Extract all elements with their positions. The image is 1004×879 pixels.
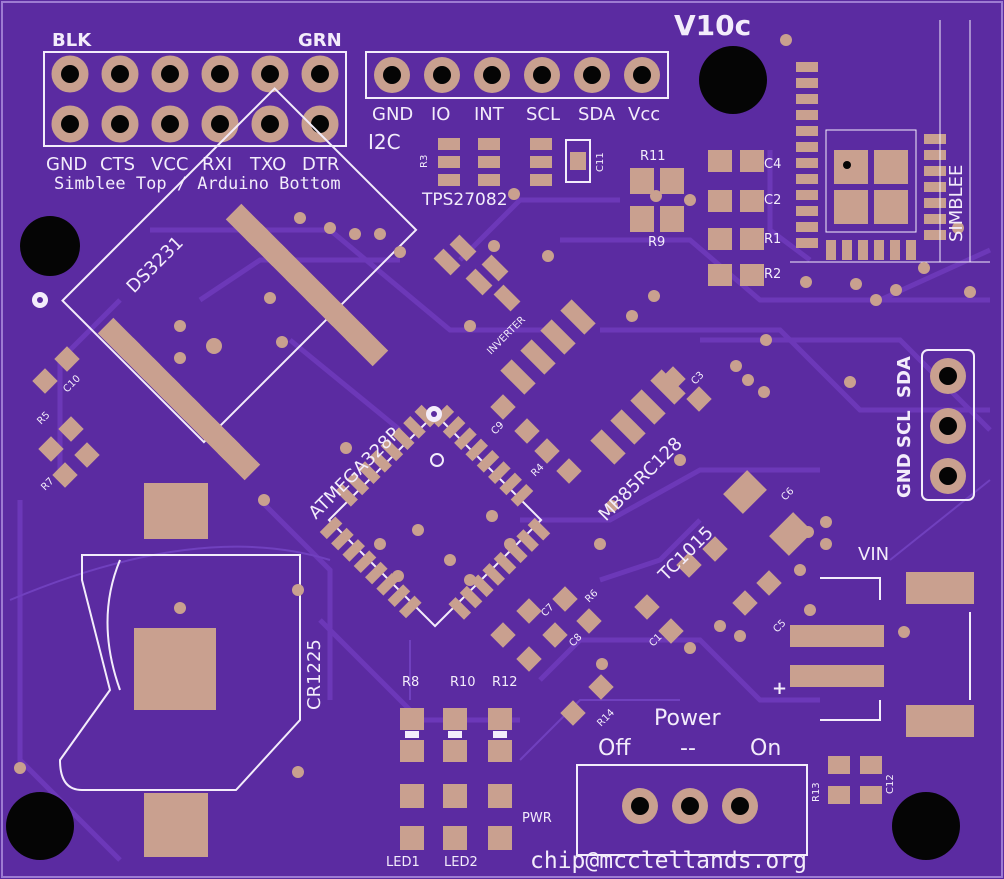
pin-label-txo: TXO: [250, 154, 287, 175]
vias: [14, 34, 976, 778]
c4-label: C4: [764, 157, 782, 172]
right-header-gnd: GND: [894, 453, 915, 498]
i2c-header: [365, 51, 669, 99]
pwr-label: PWR: [522, 811, 552, 826]
power-switch: [576, 764, 808, 856]
mounting-holes: [6, 46, 960, 860]
r1-label: R1: [764, 232, 782, 247]
r12-label: R12: [492, 675, 518, 690]
pin-label-vcc: VCC: [151, 154, 189, 175]
right-i2c-header: [921, 349, 975, 501]
vin-plus: +: [772, 678, 788, 699]
c2-label: C2: [764, 193, 782, 208]
mb85rc128: [500, 299, 686, 465]
tps27082-pads: [438, 138, 552, 186]
vin-connector: [790, 572, 974, 737]
ftdi-header: [43, 51, 347, 147]
right-header-scl: SCL: [894, 410, 915, 448]
i2c-pin-gnd: GND: [372, 104, 414, 125]
i2c-pin-int: INT: [474, 104, 504, 125]
pin-label-dtr: DTR: [302, 154, 340, 175]
pin-label-rxi: RXI: [202, 154, 233, 175]
grn-label: GRN: [298, 30, 342, 51]
power-off-label: Off: [598, 736, 631, 761]
simblee-label: SIMBLEE: [946, 164, 967, 242]
email-label: chip@mcclellands.org: [530, 848, 807, 874]
r8-label: R8: [402, 675, 420, 690]
atmega328p: [319, 404, 551, 628]
i2c-pin-sda: SDA: [578, 104, 616, 125]
pin-label-cts: CTS: [100, 154, 135, 175]
i2c-pin-vcc: Vcc: [628, 104, 661, 125]
tps27082-label: TPS27082: [422, 190, 508, 210]
vin-label: VIN: [858, 544, 890, 565]
r11-label: R11: [640, 149, 666, 164]
version-label: V10c: [674, 9, 752, 42]
r13-label: R13: [811, 782, 822, 802]
subtitle: Simblee Top / Arduino Bottom: [54, 174, 341, 194]
r10-label: R10: [450, 675, 476, 690]
power-label: Power: [654, 706, 721, 731]
inverter: [433, 234, 521, 312]
small-pads-top: [630, 150, 764, 286]
led1-label: LED1: [386, 855, 420, 870]
i2c-pin-io: IO: [431, 104, 451, 125]
blk-label: BLK: [52, 30, 92, 51]
cr1225-label: CR1225: [304, 639, 325, 710]
led-resistors: [400, 708, 512, 850]
power-on-label: On: [750, 736, 782, 761]
c12-label: C12: [885, 774, 896, 794]
r9-label: R9: [648, 235, 666, 250]
led2-label: LED2: [444, 855, 478, 870]
c11-label: C11: [595, 152, 606, 172]
r2-label: R2: [764, 267, 782, 282]
ds3231-rtc: [61, 87, 418, 481]
right-header-sda: SDA: [894, 356, 915, 398]
misc-pads: [32, 346, 882, 804]
r3-label: R3: [419, 154, 430, 168]
i2c-pin-scl: SCL: [526, 104, 561, 125]
simblee-module: [790, 20, 990, 263]
battery-holder: [58, 483, 301, 857]
pin-label-gnd: GND: [46, 154, 88, 175]
i2c-label: I2C: [368, 130, 401, 154]
power-mid-label: --: [680, 736, 696, 761]
